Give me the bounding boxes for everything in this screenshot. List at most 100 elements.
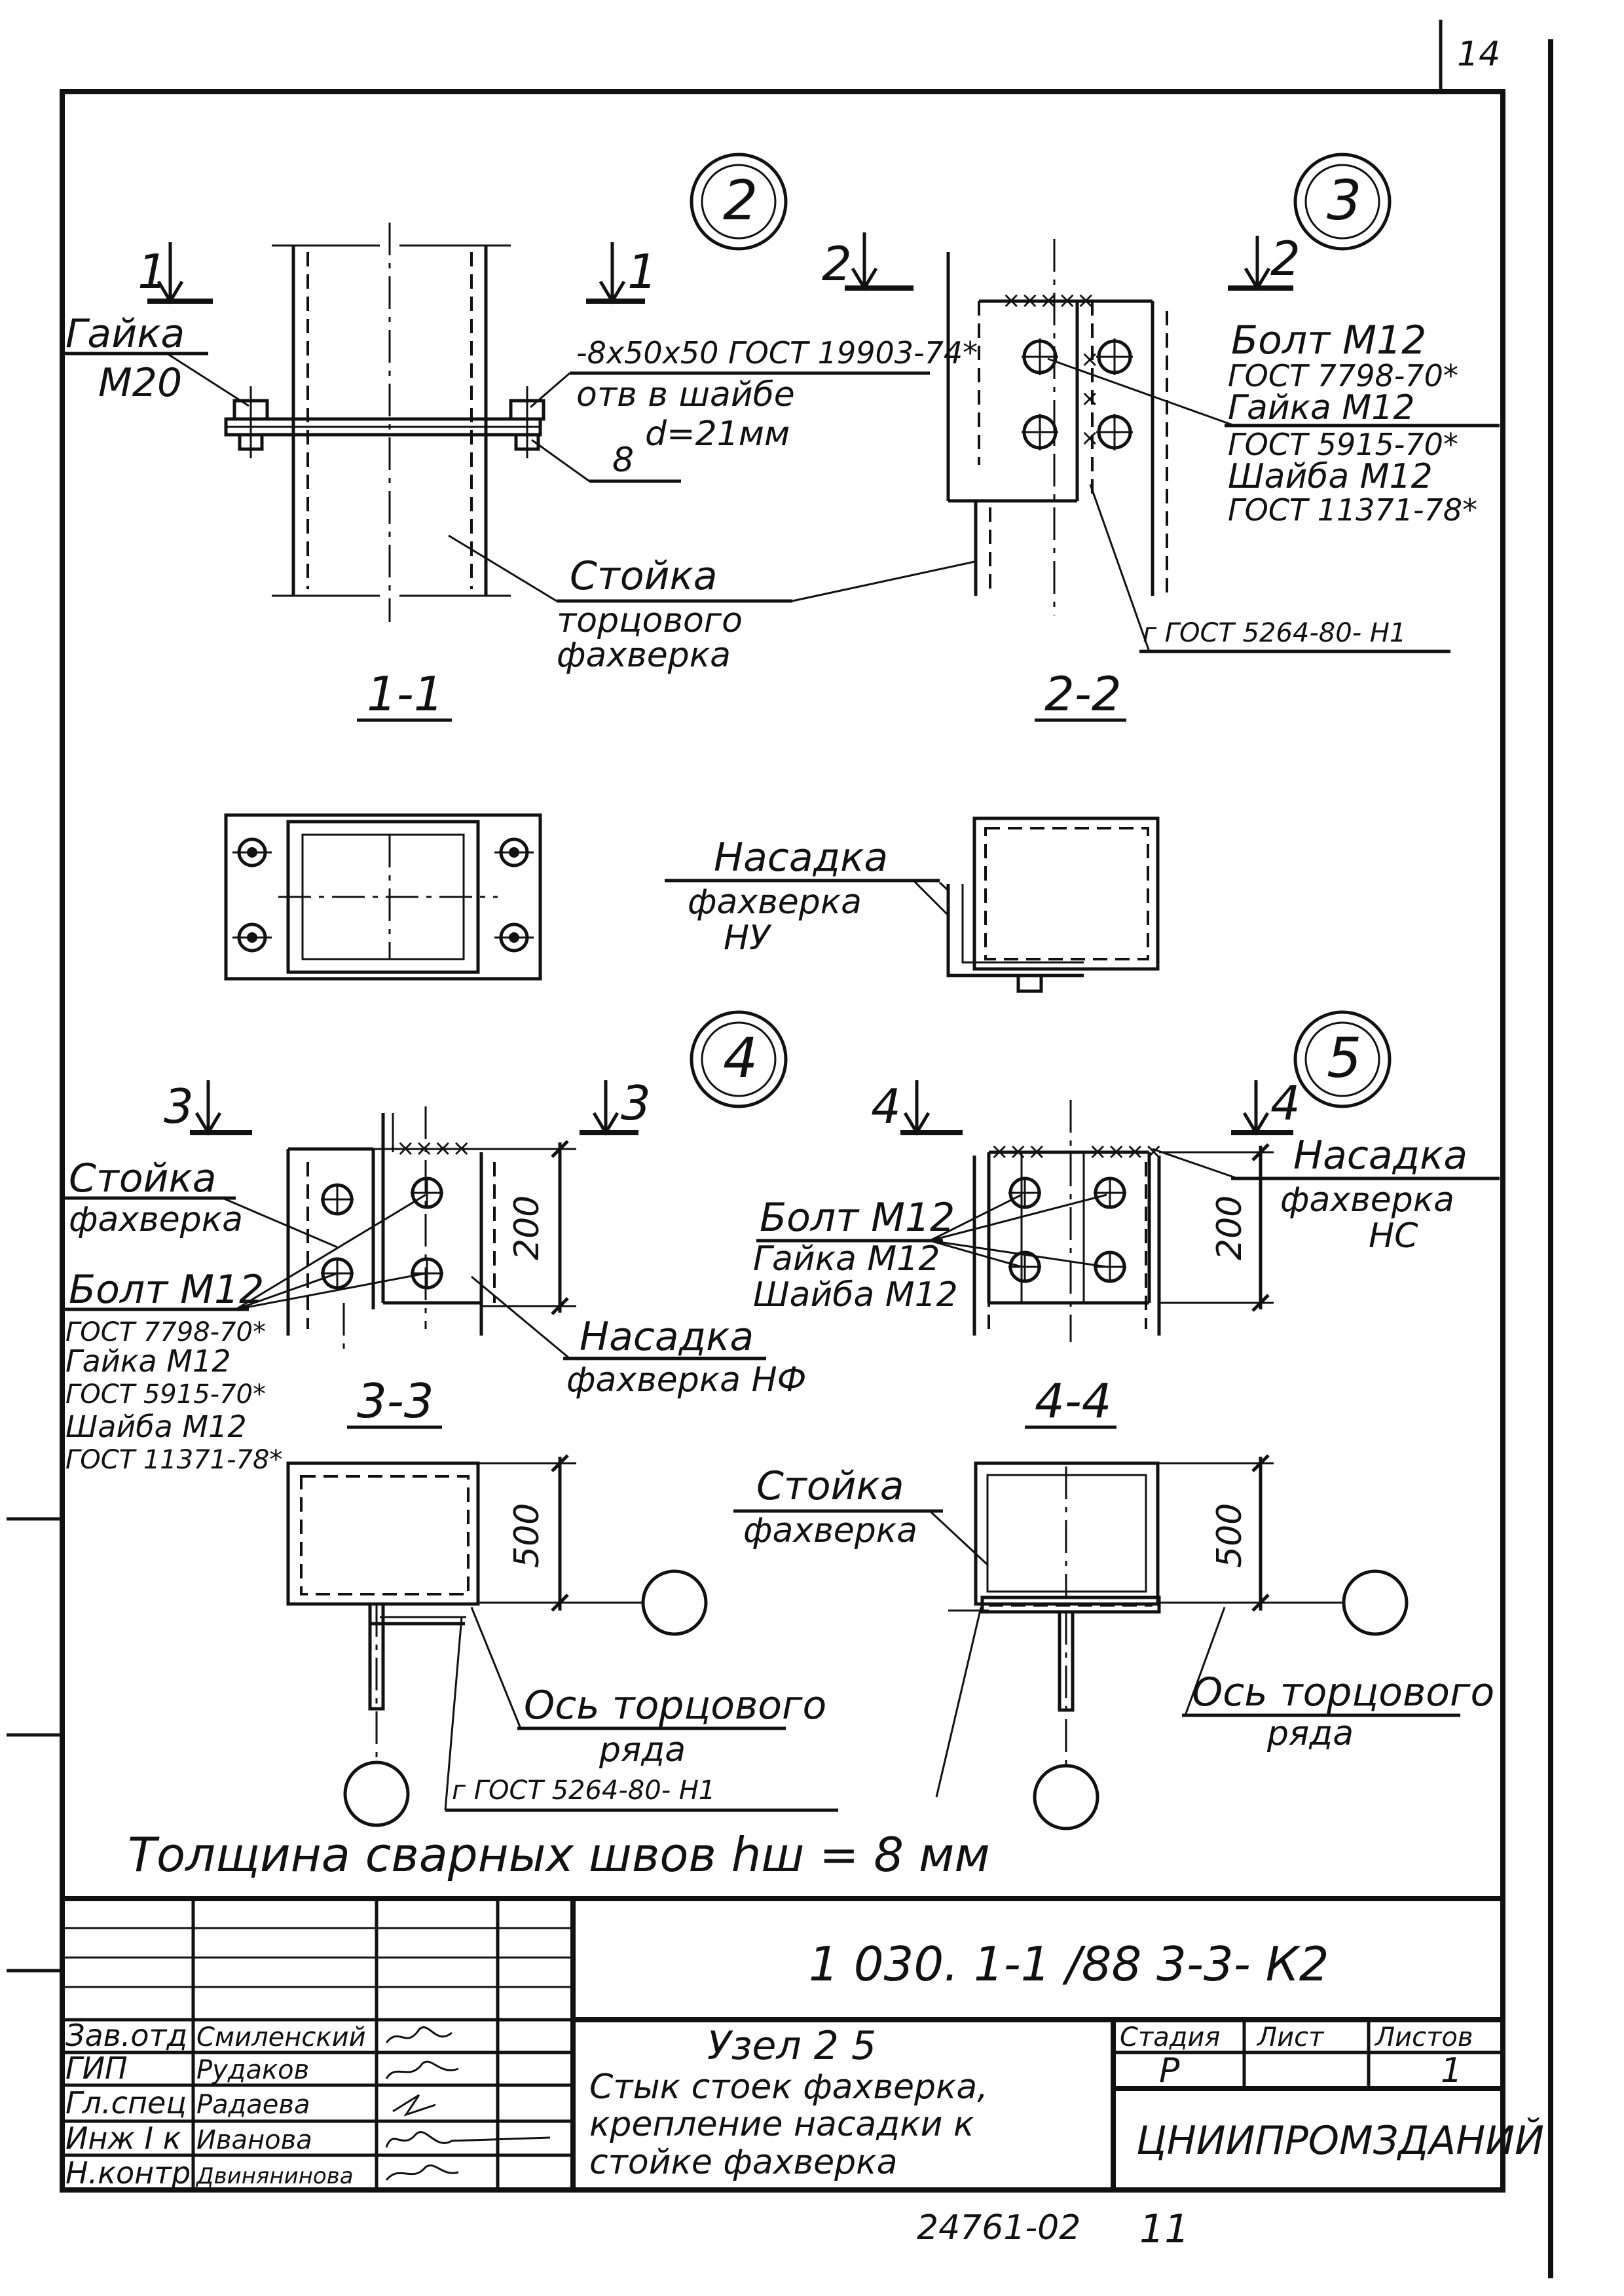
node2-plate-label: -8х50х50 ГОСТ 19903-74* отв в шайбе d=21… [530, 335, 978, 454]
svg-text:НС: НС [1369, 1216, 1418, 1256]
svg-text:Гайка: Гайка [65, 311, 185, 357]
stage-value: Р [1159, 2051, 1180, 2090]
node2-nut-label: Гайка М20 [62, 311, 249, 407]
svg-text:×: × [1080, 386, 1099, 412]
svg-text:Ось торцового: Ось торцового [524, 1683, 826, 1728]
svg-text:8: 8 [612, 441, 634, 480]
signature-roles: Зав.отд ГИП Гл.спец Инж I к Н.контр [65, 2018, 191, 2191]
svg-text:Гайка М12: Гайка М12 [1228, 388, 1414, 428]
handwritten-signatures [385, 2026, 551, 2181]
title-block [60, 1896, 1505, 2193]
svg-text:Стойка: Стойка [756, 1463, 904, 1509]
sheet-number: 14 [1457, 35, 1500, 74]
node5-elevation: ××× ×××× 200 [972, 1100, 1274, 1342]
svg-text:ГОСТ 11371-78*: ГОСТ 11371-78* [65, 1445, 282, 1475]
weld-thickness-note: Толщина сварных швов hш = 8 мм [128, 1827, 990, 1882]
svg-text:Узел 2 5: Узел 2 5 [707, 2023, 876, 2069]
svg-text:4-4: 4-4 [1035, 1374, 1112, 1429]
svg-text:Смиленский: Смиленский [196, 2022, 366, 2052]
cut-mark-1-right: 1 [586, 242, 657, 304]
svg-text:Стойка: Стойка [69, 1156, 217, 1201]
svg-text:d=21мм: d=21мм [645, 414, 790, 454]
svg-text:ГОСТ 7798-70*: ГОСТ 7798-70* [65, 1317, 266, 1347]
svg-text:ряда: ряда [599, 1730, 686, 1770]
svg-text:3: 3 [621, 1076, 651, 1131]
svg-text:ГИП: ГИП [65, 2050, 128, 2086]
section-title-2-2: 2-2 [1035, 666, 1126, 722]
svg-text:ГОСТ 5915-70*: ГОСТ 5915-70* [65, 1379, 266, 1410]
callout-5-label: 5 [1327, 1026, 1361, 1090]
svg-text:М20: М20 [98, 360, 182, 406]
svg-text:Зав.отд: Зав.отд [65, 2018, 187, 2053]
svg-text:торцового: торцового [557, 601, 743, 640]
svg-text:Болт М12: Болт М12 [1231, 318, 1426, 363]
svg-text:Гайка М12: Гайка М12 [65, 1343, 231, 1379]
svg-text:Гл.спец: Гл.спец [65, 2085, 187, 2121]
cut-mark-2-left: 2 [822, 232, 913, 291]
node4-elevation: ×××× 200 [286, 1106, 576, 1349]
cut-mark-1-left: 1 [138, 242, 213, 304]
svg-text:Насадка: Насадка [580, 1314, 754, 1360]
sec44-dim-500: 500 [1210, 1503, 1249, 1568]
svg-text:2-2: 2-2 [1044, 666, 1122, 721]
callout-2: 2 [690, 153, 788, 251]
node3-cap-elevation: ××××× × × × [946, 239, 1168, 615]
cut-mark-4-right: 4 [1231, 1076, 1301, 1136]
node2-weld-8-label: 8 [531, 439, 681, 483]
node4-dim-200: 200 [507, 1195, 547, 1260]
svg-text:4: 4 [871, 1079, 901, 1134]
node2-splice-elevation [224, 223, 545, 622]
svg-text:4: 4 [1270, 1076, 1301, 1131]
svg-text:2: 2 [822, 236, 852, 291]
section-4-4-plan: 500 [974, 1454, 1409, 1831]
callout-4-label: 4 [723, 1026, 758, 1090]
cut-mark-2-right: 2 [1228, 231, 1301, 291]
svg-text:Шайба М12: Шайба М12 [753, 1275, 958, 1315]
svg-text:фахверка: фахверка [688, 883, 862, 922]
archive-number: 24761-02 [917, 2208, 1080, 2248]
signature-names: Смиленский Рудаков Радаева Иванова Двиня… [195, 2022, 366, 2189]
bolt-symbols [1022, 338, 1133, 450]
cut-mark-3-left: 3 [164, 1079, 252, 1136]
section-3-3-plan: 500 [286, 1454, 708, 1827]
svg-text:1: 1 [627, 244, 657, 299]
svg-text:Стойка: Стойка [570, 553, 718, 599]
node3-weld-label: г ГОСТ 5264-80- Н1 [1089, 484, 1450, 653]
svg-text:стойке фахверка: стойке фахверка [589, 2143, 897, 2182]
node3-bolt-label: Болт М12 ГОСТ 7798-70* Гайка М12 ГОСТ 59… [1047, 318, 1500, 528]
svg-text:1: 1 [138, 244, 168, 299]
svg-text:ГОСТ 11371-78*: ГОСТ 11371-78* [1228, 492, 1477, 528]
cut-mark-4-left: 4 [871, 1079, 963, 1136]
svg-text:крепление насадки к: крепление насадки к [589, 2105, 974, 2144]
svg-text:Шайба М12: Шайба М12 [65, 1409, 247, 1444]
svg-text:2: 2 [1270, 231, 1301, 286]
callout-4: 4 [690, 1010, 788, 1108]
svg-text:Гайка М12: Гайка М12 [753, 1239, 940, 1279]
svg-text:-8х50х50 ГОСТ 19903-74*: -8х50х50 ГОСТ 19903-74* [576, 335, 978, 371]
node5-dim-200: 200 [1210, 1195, 1249, 1260]
svg-text:ряда: ряда [1266, 1714, 1354, 1753]
svg-text:1-1: 1-1 [367, 666, 444, 721]
svg-text:Рудаков: Рудаков [196, 2055, 309, 2085]
sec44-post-label: Стойка фахверка [733, 1463, 989, 1612]
svg-text:3: 3 [164, 1079, 194, 1134]
svg-text:Двинянинова: Двинянинова [195, 2163, 354, 2189]
sec33-axis-label: Ось торцового ряда [470, 1607, 826, 1770]
svg-text:Насадка: Насадка [1293, 1133, 1467, 1178]
svg-text:фахверка: фахверка [743, 1511, 917, 1550]
svg-text:Иванова: Иванова [196, 2125, 312, 2155]
svg-text:Насадка: Насадка [714, 835, 888, 881]
svg-text:Ось торцового: Ось торцового [1192, 1669, 1494, 1715]
sheets-value: 1 [1441, 2051, 1462, 2090]
svg-text:ГОСТ 5915-70*: ГОСТ 5915-70* [1228, 427, 1458, 462]
svg-text:Болт М12: Болт М12 [69, 1267, 264, 1313]
svg-text:Инж I к: Инж I к [65, 2121, 181, 2156]
sheets-header: Листов [1374, 2022, 1473, 2052]
section-title-1-1: 1-1 [357, 666, 452, 722]
svg-text:ГОСТ 7798-70*: ГОСТ 7798-70* [1228, 358, 1458, 393]
svg-text:фахверка: фахверка [1280, 1180, 1454, 1220]
weld-marks: ×××× [396, 1135, 471, 1161]
section-1-1-plan [224, 813, 542, 981]
document-code: 1 030. 1-1 /88 3-3- К2 [809, 1937, 1329, 1992]
